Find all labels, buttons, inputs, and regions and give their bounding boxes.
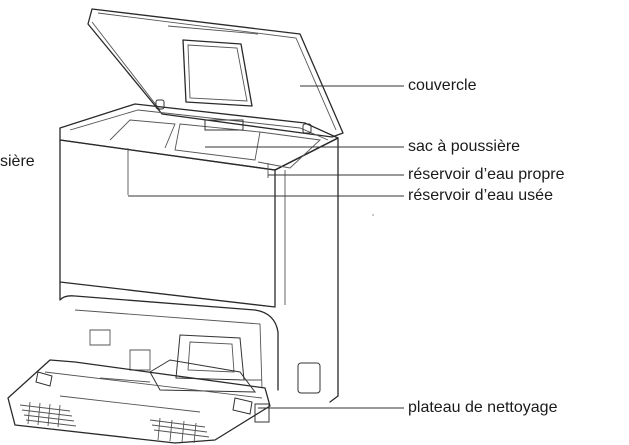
label-wash-tray: plateau de nettoyage [408,399,558,416]
label-clean-water-tank: réservoir d’eau propre [408,166,565,183]
base [59,281,279,393]
label-dirty-water-tank: réservoir d’eau usée [408,187,553,204]
lid [87,8,344,138]
label-cutoff: sière [0,153,35,170]
station-body [59,99,339,403]
label-lid: couvercle [408,77,477,94]
wash-tray [7,359,271,444]
label-dust-bag: sac à poussière [408,138,521,155]
leader-lines [128,85,404,409]
